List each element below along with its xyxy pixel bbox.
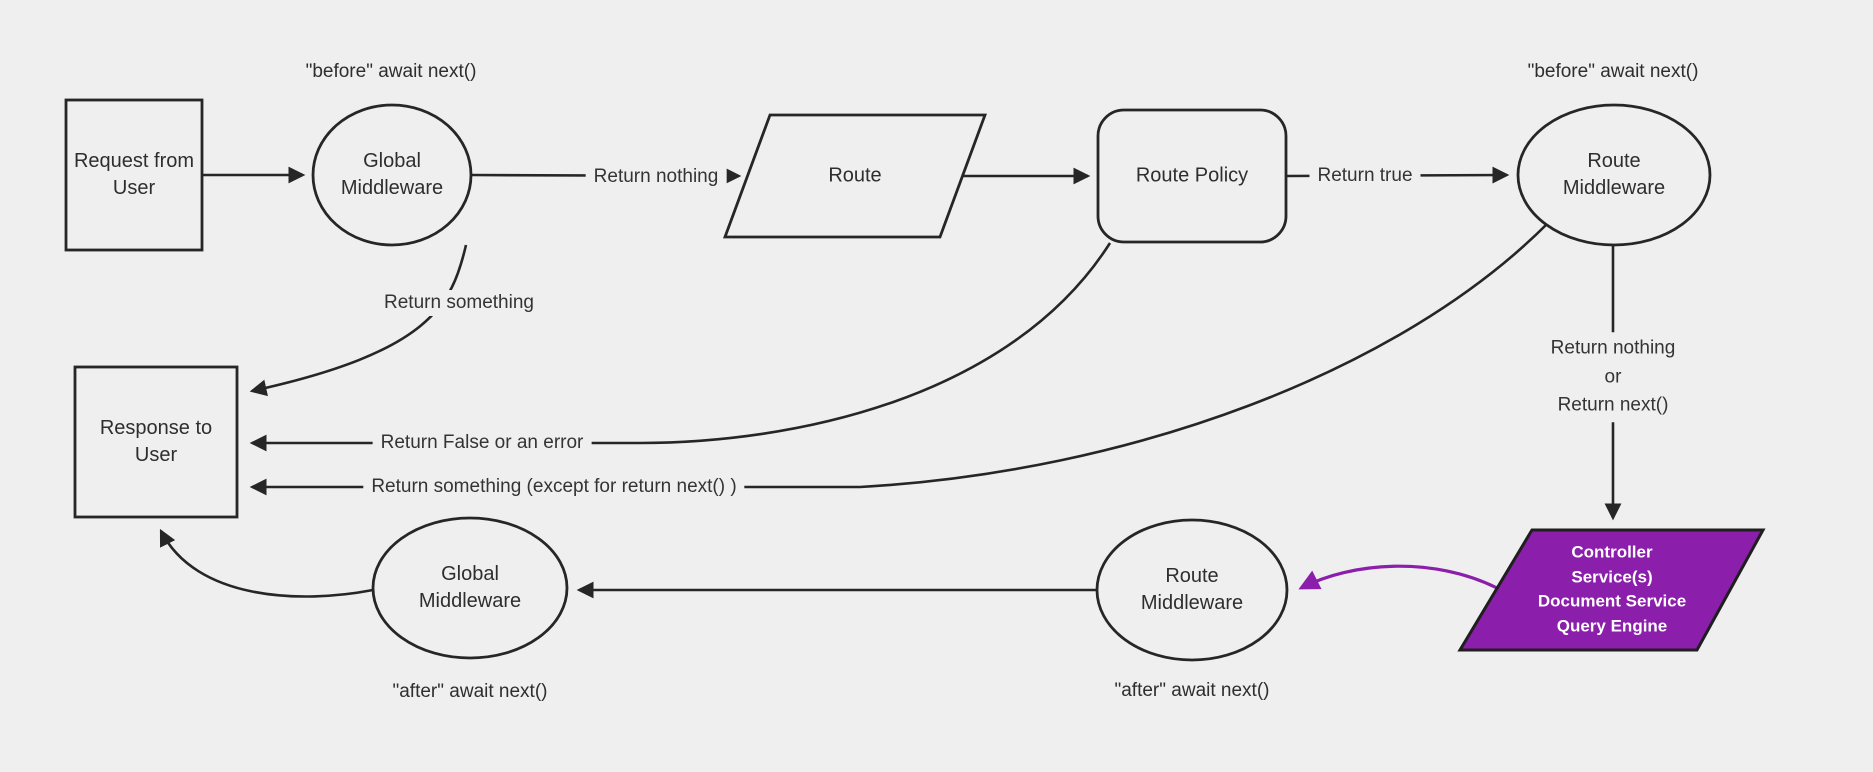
route-node-shape bbox=[722, 113, 988, 239]
route-middleware-bottom-label: Route Middleware bbox=[1140, 565, 1244, 614]
route-middleware-bottom-shape bbox=[1095, 518, 1289, 662]
global-middleware-top-shape bbox=[311, 103, 473, 247]
edge-label-return-false-or-error: Return False or an error bbox=[372, 430, 592, 456]
annotation-after-await-next-left: "after" await next() bbox=[392, 681, 548, 702]
global-middleware-bottom-shape bbox=[371, 516, 569, 660]
route-policy-shape bbox=[1096, 108, 1288, 244]
edge-label-return-nothing: Return nothing bbox=[585, 164, 727, 190]
edge-global-middleware-bottom-to-response bbox=[159, 528, 374, 598]
edge-route-policy-return-false bbox=[249, 242, 1112, 452]
global-middleware-bottom-label: Global Middleware bbox=[418, 563, 522, 612]
global-middleware-top-label: Global Middleware bbox=[340, 150, 444, 199]
edge-label-return-true: Return true bbox=[1309, 163, 1421, 189]
controller-node-shape bbox=[1457, 528, 1766, 652]
route-policy-label: Route Policy bbox=[1135, 164, 1249, 187]
route-middleware-top-label: Route Middleware bbox=[1562, 150, 1666, 199]
request-node-shape bbox=[64, 98, 204, 252]
controller-node-label: Controller Service(s) Document Service Q… bbox=[1537, 542, 1687, 636]
annotation-before-await-next-left: "before" await next() bbox=[305, 61, 477, 82]
edge-controller-to-route-middleware-bottom bbox=[1298, 564, 1498, 590]
response-node-label: Response to User bbox=[99, 417, 213, 466]
annotation-before-await-next-right: "before" await next() bbox=[1527, 61, 1699, 82]
response-node-shape bbox=[73, 365, 239, 519]
edge-global-middleware-return-something bbox=[249, 244, 468, 397]
route-middleware-top-shape bbox=[1516, 103, 1712, 247]
route-node-label: Route bbox=[828, 164, 882, 187]
annotation-after-await-next-right: "after" await next() bbox=[1114, 680, 1270, 701]
edge-label-return-nothing-or-next: Return nothing or Return next() bbox=[1542, 332, 1684, 422]
request-node-label: Request from User bbox=[73, 150, 195, 199]
edge-label-return-something: Return something bbox=[376, 290, 542, 316]
edge-label-return-something-except: Return something (except for return next… bbox=[363, 474, 745, 500]
edge-route-middleware-return-something-except bbox=[249, 222, 1549, 496]
